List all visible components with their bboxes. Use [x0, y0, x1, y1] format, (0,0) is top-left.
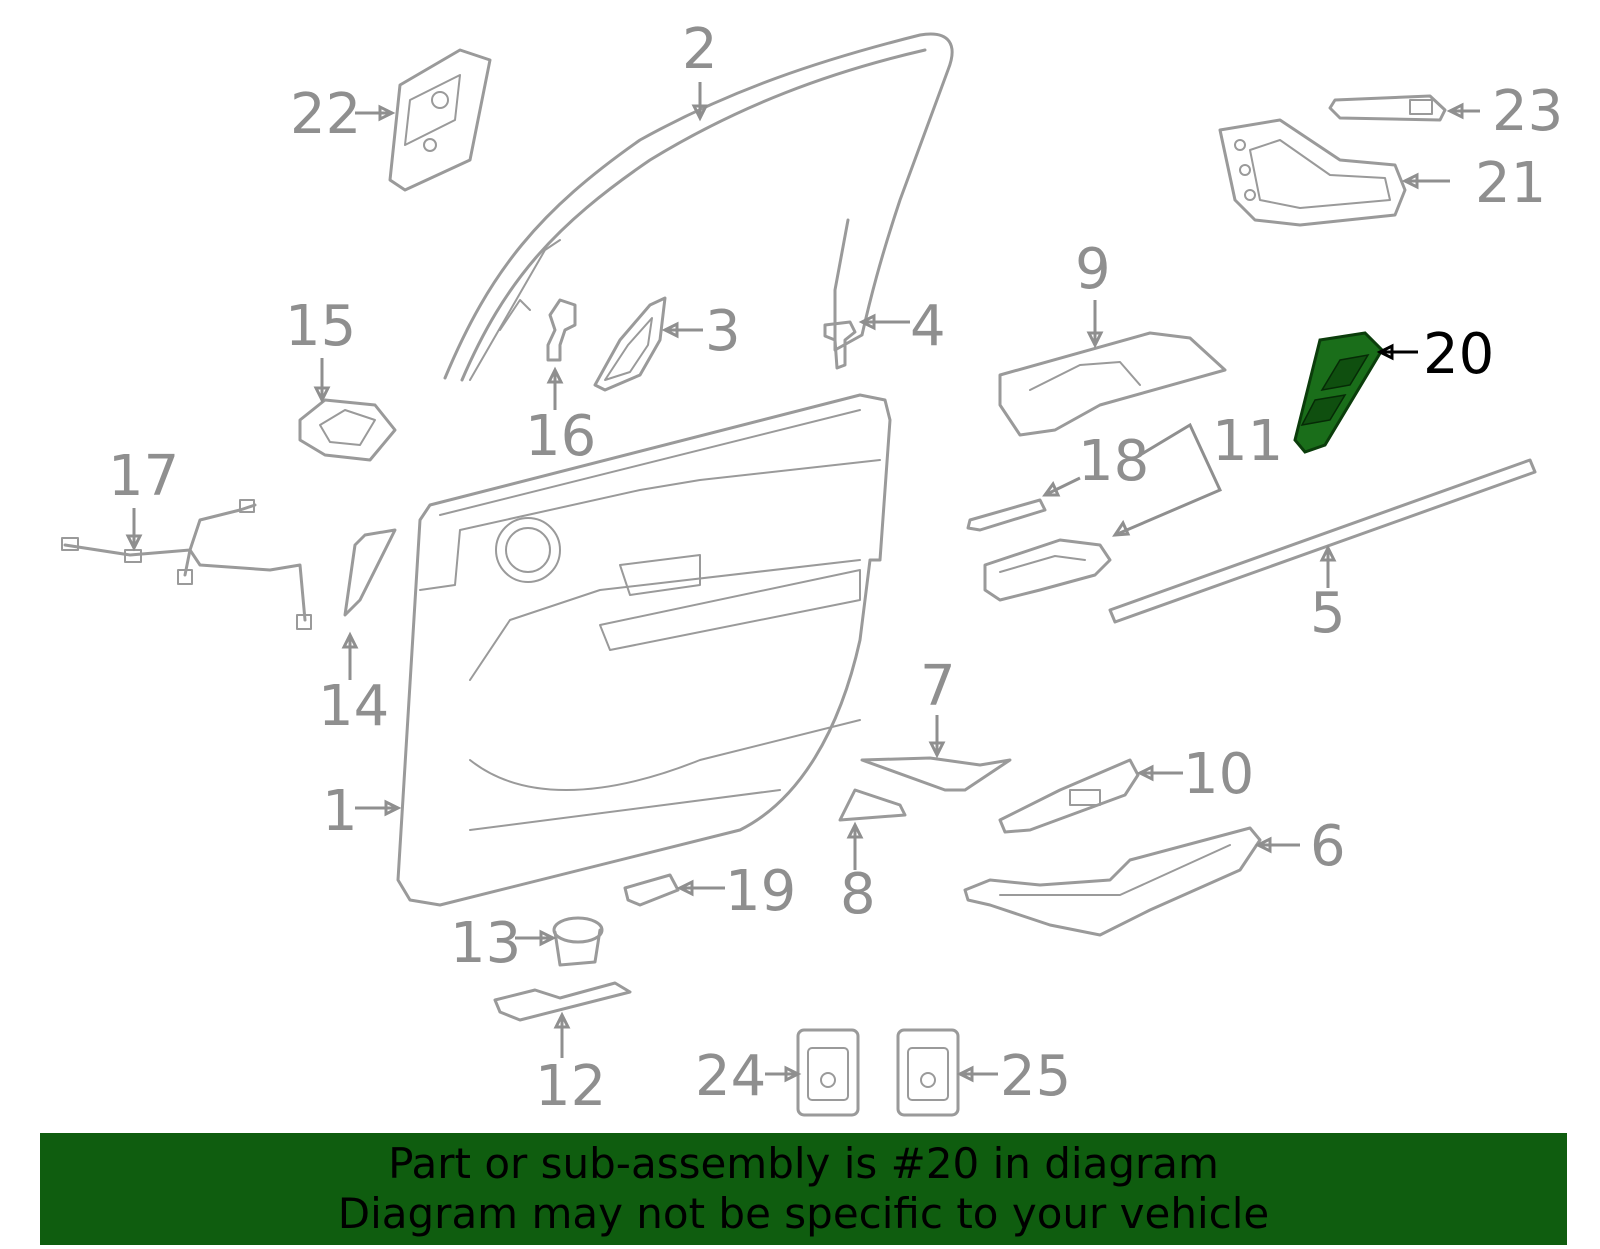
callout-14: 14 [318, 674, 389, 739]
part-19-bracket [623, 873, 680, 907]
part-15-switch [298, 398, 397, 462]
callout-22: 22 [290, 82, 361, 147]
part-17-wiring-harness [61, 499, 312, 630]
part-9-handle-trim [998, 331, 1227, 437]
callout-17: 17 [108, 444, 179, 509]
banner-line-1: Part or sub-assembly is #20 in diagram [388, 1139, 1219, 1188]
callout-15: 15 [285, 294, 356, 359]
callout-labels: 2 22 23 21 3 4 9 20 15 16 18 11 17 5 14 … [108, 17, 1563, 1119]
part-16-bracket [546, 298, 577, 362]
banner-line-2: Diagram may not be specific to your vehi… [337, 1189, 1270, 1238]
part-10-switch-bezel [998, 758, 1140, 834]
callout-10: 10 [1183, 742, 1254, 807]
callout-3: 3 [705, 299, 741, 364]
part-22-switch-panel [388, 48, 492, 192]
callout-2: 2 [682, 17, 718, 82]
callout-5: 5 [1310, 581, 1346, 646]
callout-6: 6 [1310, 814, 1346, 879]
callout-21: 21 [1475, 151, 1546, 216]
callout-19: 19 [725, 859, 796, 924]
part-3-trim-piece [593, 296, 667, 392]
part-21-seat-switch [1218, 118, 1407, 227]
callout-18: 18 [1078, 429, 1149, 494]
callout-9: 9 [1075, 237, 1111, 302]
part-2-window-frame [443, 32, 954, 382]
callout-20: 20 [1423, 322, 1494, 387]
part-14-trim-strip [343, 528, 397, 617]
callout-23: 23 [1492, 79, 1563, 144]
callout-8: 8 [840, 862, 876, 927]
leader-arrows [125, 82, 1480, 1083]
info-banner: Part or sub-assembly is #20 in diagram D… [40, 1133, 1567, 1245]
callout-16: 16 [525, 404, 596, 469]
part-25-switch [896, 1028, 960, 1117]
callout-25: 25 [1000, 1044, 1071, 1109]
part-5-weatherstrip [1108, 458, 1537, 624]
callout-13: 13 [450, 911, 521, 976]
part-23-switch-strip [1328, 94, 1447, 122]
callout-11: 11 [1212, 409, 1283, 474]
part-20-window-switch [1293, 331, 1384, 454]
callout-12: 12 [535, 1054, 606, 1119]
part-7-bracket [860, 756, 1012, 792]
part-12-pocket-tray [493, 981, 632, 1022]
part-24-switch [796, 1028, 860, 1117]
part-8-bracket [838, 788, 907, 822]
callout-4: 4 [910, 294, 946, 359]
callout-7: 7 [920, 654, 956, 719]
part-13-cup [552, 916, 604, 967]
callout-1: 1 [322, 779, 358, 844]
part-11-door-handle [983, 538, 1112, 602]
part-1-door-panel [396, 393, 892, 907]
callout-24: 24 [695, 1044, 766, 1109]
part-4-clip [823, 320, 857, 370]
part-6-armrest [963, 826, 1262, 937]
part-18-handle-bezel [966, 498, 1047, 532]
